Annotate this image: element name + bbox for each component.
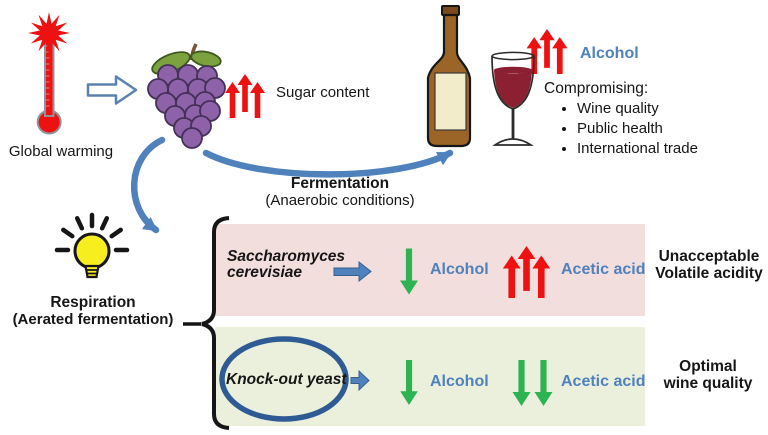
global-warming-label: Global warming [8,143,114,160]
grapes-icon [147,43,226,149]
fermentation-arrow-icon [202,149,454,178]
starburst-icon [28,12,70,54]
outcome-optimal-line2: wine quality [663,375,753,392]
compromising-item-wine-quality: Wine quality [577,99,698,119]
outcome-unacceptable: Unacceptable Volatile acidity [650,248,768,282]
fermentation-title: Fermentation [290,175,390,192]
lightbulb-icon [54,212,130,279]
alcohol-label-top: Alcohol [580,45,639,62]
thermometer-ticks [46,45,50,107]
acetic-label-wild: Acetic acid [561,261,646,278]
sugar-content-label: Sugar content [276,84,370,101]
right-open-arrow-icon [86,75,138,105]
up-arrows-sugar-icon [225,74,265,118]
outcome-unacceptable-line1: Unacceptable [658,248,760,265]
compromising-title: Compromising: [544,80,649,97]
respiration-subtitle: (Aerated fermentation) [12,311,174,328]
up-arrows-alcohol-icon [526,29,568,74]
alcohol-label-wild: Alcohol [430,261,489,278]
wild-yeast-name-line1: Saccharomyces [227,248,346,265]
acetic-label-ko: Acetic acid [561,373,646,390]
compromising-list: Wine quality Public health International… [560,99,698,159]
fermentation-subtitle: (Anaerobic conditions) [265,192,415,209]
compromising-item-public-health: Public health [577,119,698,139]
respiration-arrow-icon [131,136,166,234]
alcohol-label-ko: Alcohol [430,373,489,390]
wild-yeast-panel [215,224,645,316]
outcome-optimal: Optimal wine quality [652,358,764,392]
outcome-unacceptable-line2: Volatile acidity [655,264,763,282]
wild-yeast-name-line2: cerevisiae [227,264,302,281]
wine-bottle-icon [426,5,472,148]
wild-yeast-name: Saccharomyces cerevisiae [227,249,345,281]
outcome-optimal-line1: Optimal [679,358,737,375]
wine-glass-icon [491,51,535,146]
knockout-yeast-name: Knock-out yeast [226,371,347,388]
bulb-rays [54,212,130,253]
respiration-title: Respiration [50,294,136,311]
thermometer-icon [28,12,70,135]
compromising-item-international-trade: International trade [577,139,698,159]
